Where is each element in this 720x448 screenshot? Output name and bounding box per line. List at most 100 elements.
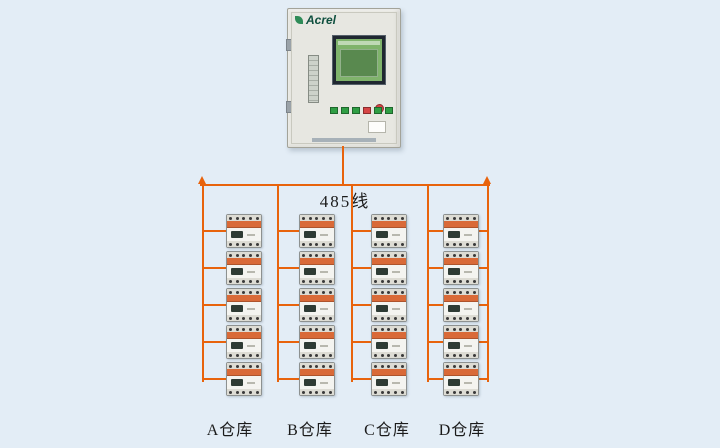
terminal-row [372,252,406,258]
terminal-dot [452,279,456,283]
terminal-dot [256,242,260,246]
terminal-dot [228,290,232,294]
terminal-dot [242,327,246,331]
terminal-row [444,363,478,369]
terminal-dot [459,216,463,220]
device-label-stripe [372,221,406,228]
warehouse-label-c: C仓库 [364,422,410,439]
device-front [372,302,406,315]
terminal-dot [249,216,253,220]
device-stub [427,230,444,232]
terminal-dot [459,364,463,368]
terminal-row [372,389,406,395]
device-label-stripe [227,295,261,302]
terminal-dot [249,242,253,246]
terminal-dot [445,353,449,357]
device-stub [427,304,444,306]
terminal-dot [256,390,260,394]
lcd-screen [332,35,386,85]
device-stub [351,267,371,269]
terminal-dot [459,316,463,320]
terminal-dot [249,290,253,294]
terminal-row [372,363,406,369]
terminal-dot [249,353,253,357]
terminal-dot [401,353,405,357]
device-front [444,302,478,315]
meter-device [226,214,262,248]
device-front [300,302,334,315]
terminal-dot [249,390,253,394]
terminal-dot [445,216,449,220]
terminal-dot [373,216,377,220]
device-front [300,228,334,241]
device-front [300,339,334,352]
terminal-dot [394,327,398,331]
terminal-dot [473,364,477,368]
terminal-dot [256,316,260,320]
terminal-dot [329,316,333,320]
terminal-row [300,289,334,295]
terminal-dot [445,364,449,368]
terminal-dot [459,253,463,257]
meter-device [299,251,335,285]
terminal-dot [380,364,384,368]
device-stub [479,341,489,343]
terminal-dot [394,253,398,257]
terminal-dot [235,327,239,331]
device-label-stripe [227,332,261,339]
terminal-dot [452,253,456,257]
terminal-dot [322,353,326,357]
terminal-dot [466,364,470,368]
terminal-dot [373,390,377,394]
terminal-dot [308,353,312,357]
device-lcd [448,231,460,238]
terminal-row [372,326,406,332]
terminal-dot [473,253,477,257]
device-stub [277,304,299,306]
terminal-dot [373,316,377,320]
feeder-line [202,184,204,382]
device-label-stripe [227,258,261,265]
door-label [368,121,386,133]
terminal-dot [315,390,319,394]
device-stub [202,378,226,380]
terminal-dot [301,390,305,394]
device-label-stripe [372,332,406,339]
terminal-row [300,215,334,221]
terminal-dot [249,364,253,368]
terminal-dot [242,364,246,368]
panel-button [385,107,393,114]
terminal-dot [249,327,253,331]
meter-device [371,251,407,285]
terminal-dot [235,279,239,283]
device-lcd [231,268,243,275]
terminal-dot [322,253,326,257]
terminal-row [444,389,478,395]
device-label-stripe [372,369,406,376]
terminal-dot [228,279,232,283]
terminal-dot [308,279,312,283]
terminal-dot [373,279,377,283]
device-lcd [376,231,388,238]
terminal-row [444,241,478,247]
terminal-dot [387,216,391,220]
device-lcd [448,379,460,386]
device-stub [202,341,226,343]
terminal-dot [380,390,384,394]
terminal-dot [242,253,246,257]
terminal-dot [473,353,477,357]
terminal-dot [473,316,477,320]
lcd-chart-area [340,49,378,77]
terminal-dot [445,242,449,246]
terminal-row [372,215,406,221]
terminal-dot [228,364,232,368]
terminal-dot [401,216,405,220]
terminal-dot [242,216,246,220]
terminal-dot [459,353,463,357]
terminal-row [227,241,261,247]
device-stub [427,378,444,380]
terminal-dot [301,216,305,220]
terminal-dot [394,290,398,294]
terminal-dot [459,242,463,246]
